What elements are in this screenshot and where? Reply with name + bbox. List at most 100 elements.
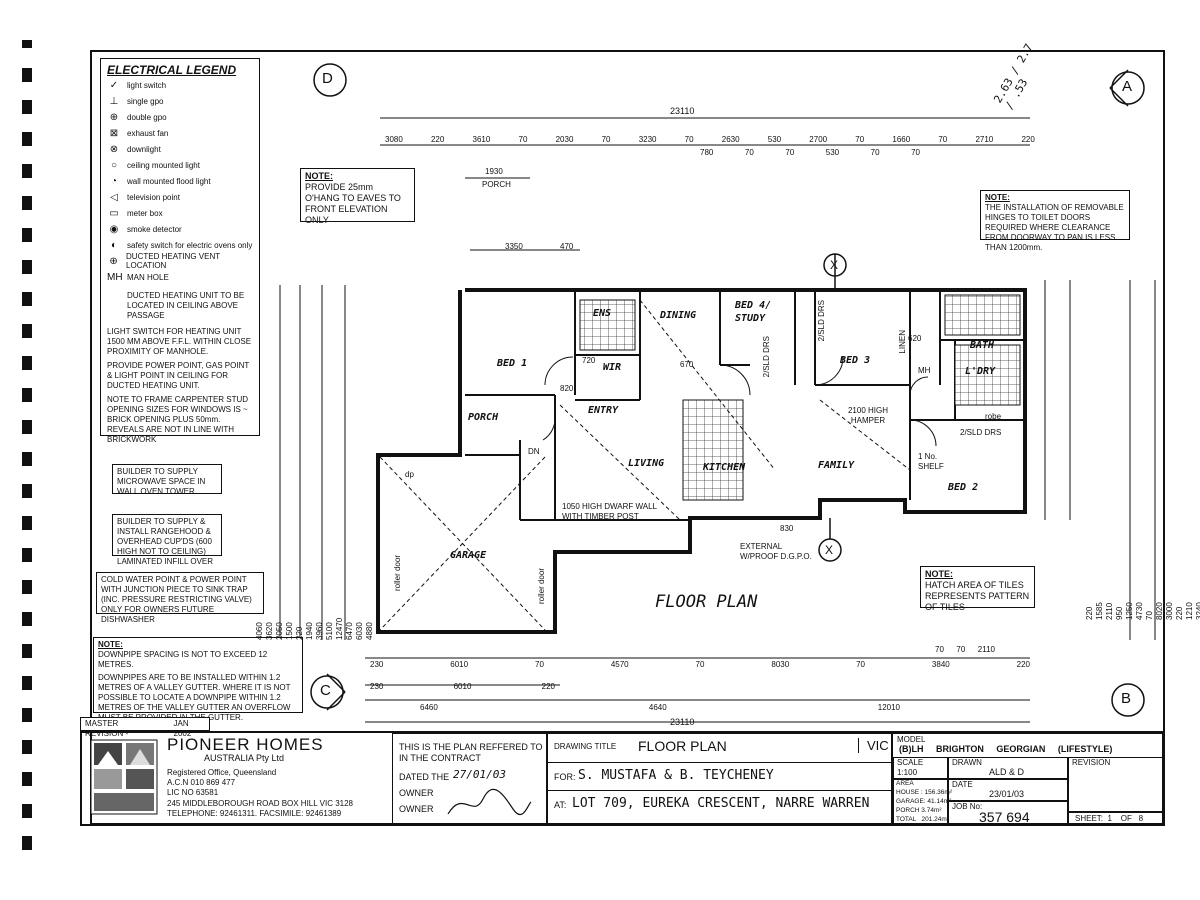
dimension-value: 3240 [1195, 602, 1200, 620]
dimension-value: 4640 [648, 703, 667, 712]
legend-items: ✓light switch⊥single gpo⊕double gpo⊠exha… [107, 77, 253, 285]
room-garage: GARAGE [450, 550, 487, 561]
dimension-value: 8020 [1155, 602, 1164, 620]
company-phone: TELEPHONE: 92461311. FACSIMILE: 92461389 [167, 809, 342, 818]
legend-light-switch-note: LIGHT SWITCH FOR HEATING UNIT 1500 MM AB… [107, 327, 252, 356]
dimension-value: 1585 [1095, 602, 1104, 620]
area-label: AREA [896, 780, 914, 787]
label-820: 820 [560, 384, 574, 393]
dimension-value: 220 [1175, 606, 1184, 620]
exhaust-fan-icon: ⊠ [109, 127, 119, 139]
note-overhang: NOTE: PROVIDE 25mm O'HANG TO EAVES TO FR… [300, 168, 415, 225]
for-value: S. MUSTAFA & B. TEYCHENEY [578, 768, 774, 783]
owner-label-2: OWNER [399, 804, 434, 814]
dimension-value: 220 [1016, 660, 1030, 669]
dimension-value: 70 [870, 148, 880, 157]
dimension-value: 230 [370, 682, 384, 691]
for-label: FOR: [554, 772, 576, 782]
meter-box-icon: ▭ [109, 207, 119, 219]
binder-hole [22, 388, 32, 402]
legend-row: ⊕ DUCTED HEATING VENT LOCATION [107, 252, 253, 270]
legend-row: ▭meter box [107, 205, 253, 221]
dimension-value: 220 [541, 682, 555, 691]
dimension-value: 70 [956, 645, 966, 654]
drawing-title: FLOOR PLAN [638, 738, 727, 754]
note-dishwasher: COLD WATER POINT & POWER POINT WITH JUNC… [96, 572, 264, 624]
company-licence: LIC NO 63581 [167, 788, 219, 797]
note-rangehood: BUILDER TO SUPPLY & INSTALL RANGEHOOD & … [112, 514, 222, 566]
binder-hole [22, 356, 32, 370]
room-kitchen: KITCHEN [703, 462, 746, 473]
area-porch: PORCH 3.74m² [896, 807, 942, 814]
binder-hole [22, 68, 32, 82]
dimension-value: 2050 [275, 622, 284, 640]
dimension-value: 4060 [255, 622, 264, 640]
title-block: PIONEER HOMES AUSTRALIA Pty Ltd Register… [80, 731, 1165, 826]
binder-hole [22, 836, 32, 850]
dim-470: 470 [560, 242, 574, 251]
legend-row: ✓light switch [107, 77, 253, 93]
dimension-value: 1660 [892, 135, 911, 144]
label-linen: LINEN [898, 330, 907, 354]
binder-hole [22, 452, 32, 466]
company-name-2: AUSTRALIA Pty Ltd [204, 753, 285, 763]
legend-row: ◁television point [107, 189, 253, 205]
area-garage: GARAGE: 41.14m² [896, 798, 952, 805]
legend-row: ⊥single gpo [107, 93, 253, 109]
label-roller-door-2: roller door [537, 568, 546, 605]
heating-vent-icon: ⊕ [109, 255, 118, 267]
binder-hole [22, 132, 32, 146]
note-hinges: NOTE: THE INSTALLATION OF REMOVABLE HING… [980, 190, 1130, 252]
dimension-value: 8030 [771, 660, 790, 669]
downlight-icon: ⊗ [109, 143, 119, 155]
plan-title: FLOOR PLAN [655, 592, 758, 612]
dimension-value: 70 [935, 645, 944, 654]
binder-hole [22, 324, 32, 338]
section-marker-c: C [320, 682, 331, 699]
legend-heating-unit: DUCTED HEATING UNIT TO BE LOCATED IN CEI… [127, 291, 245, 320]
job-value: 357 694 [979, 809, 1030, 825]
dimension-value: 1500 [285, 622, 294, 640]
legend-label: downlight [127, 144, 161, 154]
note-tiles: NOTE: HATCH AREA OF TILES REPRESENTS PAT… [920, 566, 1035, 612]
dimension-value: 3610 [472, 135, 491, 144]
legend-label: double gpo [127, 112, 167, 122]
legend-label: safety switch for electric ovens only [127, 240, 253, 250]
label-manhole: MH [918, 366, 931, 375]
dimension-value: 530 [767, 135, 782, 144]
dimension-value: 70 [518, 135, 528, 144]
binder-hole [22, 612, 32, 626]
legend-label: DUCTED HEATING VENT LOCATION [126, 252, 220, 270]
note-overhang-title: NOTE: [305, 171, 333, 181]
room-bed4: BED 4/ [735, 300, 772, 311]
room-laundry: L'DRY [965, 366, 996, 377]
note-microwave: BUILDER TO SUPPLY MICROWAVE SPACE IN WAL… [112, 464, 222, 496]
master-revision-date: JAN 2002 [173, 719, 192, 738]
legend-label: light switch [127, 80, 167, 90]
binder-hole [22, 420, 32, 434]
legend-row: ◐safety switch for electric ovens only [107, 237, 253, 253]
room-dining: DINING [660, 310, 697, 321]
legend-row: ○ceiling mounted light [107, 157, 253, 173]
label-dn: DN [528, 447, 540, 456]
binder-hole [22, 484, 32, 498]
dimension-value: 780 [700, 148, 714, 157]
dimension-value: 6470 [345, 622, 354, 640]
dimension-value: 70 [938, 135, 948, 144]
label-external-gpo: EXTERNAL W/PROOF D.G.P.O. [740, 542, 812, 561]
label-sld-bed2: 2/SLD DRS [960, 428, 1002, 437]
scale-label: SCALE [897, 758, 924, 767]
date-label: DATE [952, 780, 973, 789]
single-gpo-icon: ⊥ [109, 95, 119, 107]
legend-power-note: PROVIDE POWER POINT, GAS POINT & LIGHT P… [107, 361, 250, 390]
note-downpipe-2: DOWNPIPES ARE TO BE INSTALLED WITHIN 1.2… [98, 673, 291, 722]
dimension-value: 3080 [385, 135, 403, 144]
dimension-value: 70 [601, 135, 611, 144]
model-value: (B)LH BRIGHTON GEORGIAN (LIFESTYLE) [899, 744, 1113, 754]
porch-dim-label: PORCH [482, 180, 511, 189]
label-670: 670 [680, 360, 694, 369]
